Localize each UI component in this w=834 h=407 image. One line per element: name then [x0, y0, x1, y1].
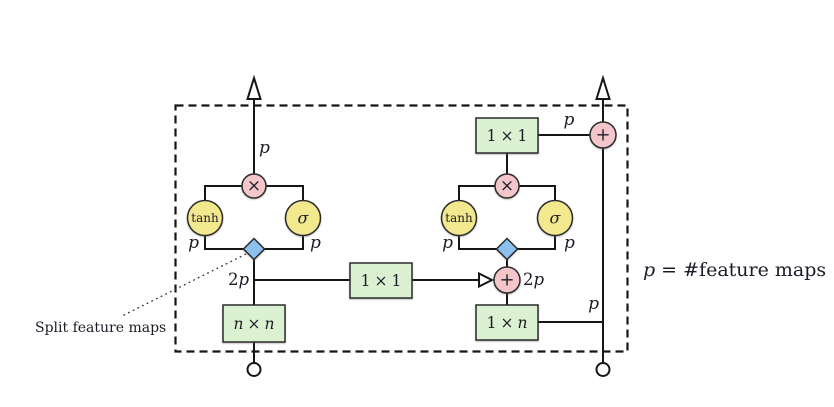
sigma-label-left: σ — [298, 209, 310, 228]
merge-arrowhead — [478, 271, 495, 289]
p-label-rail: p — [588, 294, 599, 314]
multiply-op-left — [241, 173, 267, 199]
dashed-module-boundary — [174, 104, 629, 353]
sigma-gate-right — [536, 199, 574, 237]
sigma-label-right: σ — [550, 209, 562, 228]
conv-nxn-box — [222, 304, 286, 343]
multiply-glyph-right: × — [500, 176, 514, 196]
conv-1xn-box — [475, 304, 539, 341]
split-annotation-dotted-line — [123, 253, 247, 316]
feature-maps-legend: p= #feature maps — [643, 259, 826, 281]
p-label-left-sigma: p — [310, 233, 321, 253]
multiply-op-right — [494, 173, 520, 199]
output-arrowhead-right — [595, 74, 611, 100]
add-glyph-rail: + — [595, 125, 610, 146]
tanh-gate-right — [440, 199, 478, 237]
p-label-right-sigma: p — [564, 233, 575, 253]
right-unit-wires — [412, 134, 603, 323]
split-feature-maps-caption: Split feature maps — [35, 320, 166, 336]
output-arrowhead-left — [246, 74, 262, 100]
conv-1x1-middle-box — [349, 262, 413, 299]
tanh-label-left: tanh — [191, 211, 219, 225]
input-terminal-left — [246, 362, 262, 377]
split-diamond-right — [495, 237, 519, 261]
multiply-glyph-left: × — [247, 176, 261, 196]
conv-1x1-middle-label: 1×1 — [361, 272, 402, 290]
conv-1x1-top-label: 1×1 — [487, 127, 528, 145]
tanh-label-right: tanh — [445, 211, 473, 225]
tanh-gate-left — [186, 199, 224, 237]
p-label-left-tanh: p — [188, 233, 199, 253]
add-op-rail — [589, 121, 617, 149]
two-p-label-left: 2p — [228, 270, 250, 289]
conv-1x1-top-box — [475, 117, 539, 154]
add-glyph-merge: + — [499, 270, 514, 291]
p-label-left-output: p — [259, 138, 270, 158]
add-op-merge — [493, 266, 521, 294]
p-label-top-skip: p — [564, 110, 575, 130]
conv-1xn-label: 1×n — [487, 314, 528, 332]
two-p-label-right: 2p — [523, 270, 545, 289]
conv-nxn-label: n×n — [234, 315, 275, 333]
p-label-right-tanh: p — [442, 233, 453, 253]
input-terminal-right — [595, 362, 611, 377]
sigma-gate-left — [284, 199, 322, 237]
split-diamond-left — [242, 237, 266, 261]
